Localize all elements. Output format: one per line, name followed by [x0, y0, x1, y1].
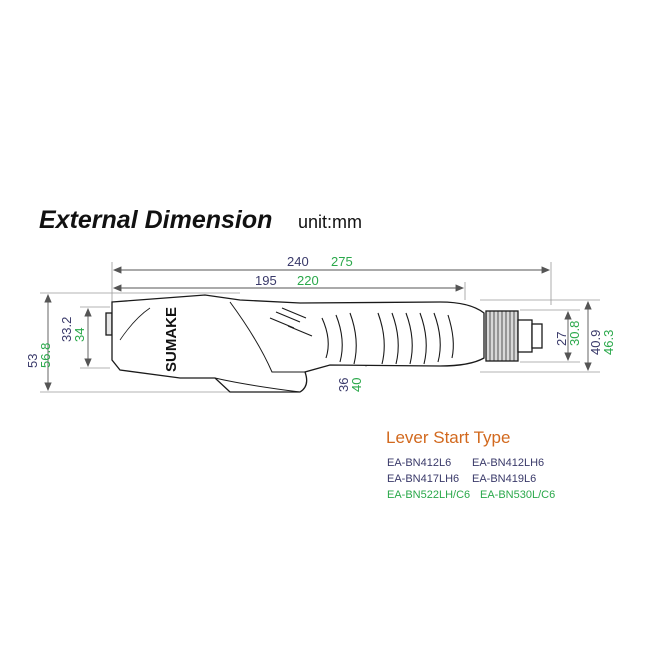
- unit-label: unit:mm: [298, 212, 363, 232]
- dimension-labels: 240 275 195 220 53 56.8 33.2 34 36 40 27…: [25, 254, 616, 392]
- tail-b: 46.3: [601, 330, 616, 355]
- model-item: EA-BN522LH/C6: [387, 489, 471, 501]
- body-b: 220: [297, 273, 319, 288]
- model-item: EA-BN419L6: [472, 473, 537, 485]
- length-b: 275: [331, 254, 353, 269]
- extension-lines: [40, 262, 600, 393]
- page-title: External Dimension: [39, 206, 273, 234]
- model-item: EA-BN412LH6: [472, 457, 545, 469]
- nose-b: 30.8: [567, 321, 582, 346]
- model-item: EA-BN412L6: [387, 457, 452, 469]
- dimension-lines: [44, 266, 592, 392]
- lever-start-title: Lever Start Type: [386, 428, 511, 447]
- height-a: 53: [25, 354, 40, 368]
- screwdriver-outline: [105, 294, 543, 393]
- grip-pattern: [269, 307, 454, 365]
- head-a: 33.2: [59, 317, 74, 342]
- length-a: 240: [287, 254, 309, 269]
- grip-b: 40: [349, 378, 364, 392]
- brand-logo: SUMAKE: [163, 307, 180, 372]
- tail-a: 40.9: [588, 330, 603, 355]
- height-b: 56.8: [38, 343, 53, 368]
- model-item: EA-BN530L/C6: [480, 489, 556, 501]
- grip-a: 36: [336, 378, 351, 392]
- body-a: 195: [255, 273, 277, 288]
- model-item: EA-BN417LH6: [387, 473, 460, 485]
- nose-a: 27: [554, 332, 569, 346]
- head-b: 34: [72, 328, 87, 342]
